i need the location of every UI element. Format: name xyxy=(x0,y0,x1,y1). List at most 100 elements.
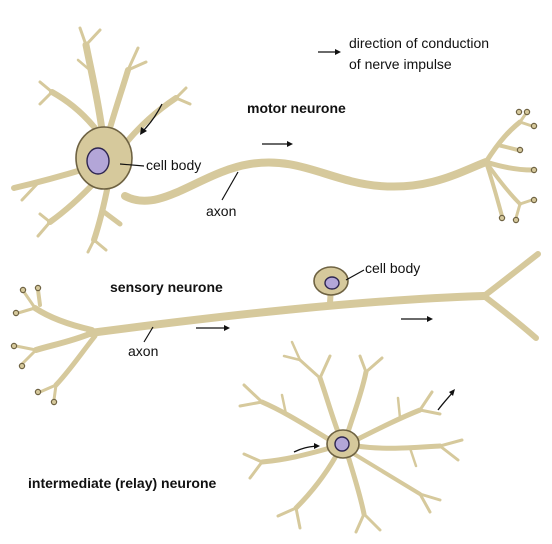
motor-axon-pointer xyxy=(221,171,239,201)
sensory-axon-label: axon xyxy=(128,343,158,359)
sensory-axon-terminals xyxy=(481,251,541,341)
nerve-fibre xyxy=(14,344,38,352)
sensory-title: sensory neurone xyxy=(110,279,223,295)
motor-neurone: motor neurone cell body axon xyxy=(11,26,538,254)
nerve-fibre xyxy=(290,340,302,362)
legend: direction of conduction of nerve impulse xyxy=(318,35,489,72)
nerve-fibre xyxy=(481,293,539,341)
nerve-fibre xyxy=(362,512,382,532)
nerve-fibre xyxy=(36,220,52,238)
nerve-fibre xyxy=(82,41,106,134)
nerve-fibre xyxy=(248,460,264,480)
nerve-fibre xyxy=(47,179,98,225)
nerve-fibre xyxy=(52,383,58,402)
nerve-fibre xyxy=(259,399,333,443)
motor-cell-body-label: cell body xyxy=(146,157,201,173)
motor-axon-terminals xyxy=(483,110,535,220)
nerve-fibre xyxy=(126,60,148,72)
nerve-fibre xyxy=(78,26,88,47)
nerve-fibre xyxy=(11,165,91,191)
nerve-fibre xyxy=(238,400,264,408)
nerve-fibre xyxy=(418,492,442,502)
motor-axon xyxy=(121,158,490,205)
relay-neurone: intermediate (relay) neurone xyxy=(28,340,464,534)
nerve-fibre xyxy=(418,492,432,514)
nerve-fibre xyxy=(353,443,443,451)
nerve-fibre xyxy=(318,354,332,380)
nerve-fibre xyxy=(242,383,264,404)
nerve-fibre xyxy=(317,375,341,435)
motor-dendrites xyxy=(11,26,192,254)
nerve-fibre xyxy=(49,89,98,131)
nerve-fibre xyxy=(259,445,333,465)
relay-direction-arrow-1 xyxy=(293,443,320,453)
nerve-fibre xyxy=(174,86,188,100)
relay-nucleus xyxy=(334,436,350,452)
nerve-fibre xyxy=(38,90,54,106)
nerve-fibre xyxy=(86,238,96,254)
relay-dendrites xyxy=(238,340,464,534)
nerve-fibre xyxy=(20,181,40,202)
legend-text-line2: of nerve impulse xyxy=(349,56,452,72)
nerve-fibre xyxy=(20,348,38,366)
nerve-fibre xyxy=(38,383,58,394)
nerve-fibre xyxy=(483,119,523,165)
nerve-fibre xyxy=(91,182,111,243)
relay-direction-arrow-2 xyxy=(437,389,455,411)
motor-direction-arrow-2 xyxy=(262,141,293,147)
sensory-axon-pointer xyxy=(143,326,154,343)
nerve-fibre xyxy=(282,354,302,362)
sensory-cell-body-pointer xyxy=(345,269,365,281)
motor-title: motor neurone xyxy=(247,100,346,116)
legend-text-line1: direction of conduction xyxy=(349,35,489,51)
nerve-fibre xyxy=(345,453,367,517)
sensory-neurone: sensory neurone cell body axon xyxy=(10,251,541,406)
nerve-fibre xyxy=(101,209,123,227)
sensory-cell-body-label: cell body xyxy=(365,260,420,276)
nerve-fibre xyxy=(352,452,422,496)
nerve-fibre xyxy=(22,290,37,310)
nerve-fibre xyxy=(174,96,192,106)
sensory-direction-arrow-1 xyxy=(196,325,230,331)
nerve-fibre xyxy=(92,238,108,252)
nerve-fibre xyxy=(345,369,369,435)
nerve-fibre xyxy=(514,202,522,220)
nerve-fibre xyxy=(36,288,42,307)
sensory-direction-arrow-2 xyxy=(401,316,433,322)
nerve-fibre xyxy=(53,333,98,388)
nerve-fibre xyxy=(76,58,94,74)
motor-direction-arrow-1 xyxy=(140,103,163,135)
nerve-fibre xyxy=(484,160,504,218)
motor-axon-label: axon xyxy=(206,203,236,219)
nerve-fibre xyxy=(483,159,535,173)
nerve-fibre xyxy=(16,306,37,315)
motor-nucleus xyxy=(86,147,110,175)
nerve-fibre xyxy=(105,67,131,138)
nerve-fibre xyxy=(408,446,418,468)
nerve-fibre xyxy=(293,453,339,511)
sensory-dendrites xyxy=(14,288,98,402)
nerve-fibre xyxy=(438,444,460,462)
motor-cell-body-pointer xyxy=(119,163,145,167)
nerve-fibre xyxy=(38,80,54,94)
nerve-fibre xyxy=(298,358,322,380)
nerve-fibre xyxy=(518,120,534,128)
nerve-fibre xyxy=(358,354,368,374)
nerve-fibre xyxy=(418,408,442,416)
nerve-fibre xyxy=(38,212,52,224)
nerve-fibre xyxy=(496,143,520,152)
nerve-fibre xyxy=(276,506,298,518)
nerve-fibre xyxy=(294,506,302,530)
nerve-fibre xyxy=(438,438,464,448)
sensory-nucleus xyxy=(324,276,340,290)
sensory-receptor-bulbs xyxy=(10,284,58,406)
nerve-fibre xyxy=(353,407,423,443)
nerve-fibre xyxy=(396,396,402,420)
nerve-fibre xyxy=(32,305,95,333)
nerve-fibre xyxy=(364,356,384,374)
nerve-fibre xyxy=(126,46,140,72)
nerve-fibre xyxy=(518,198,534,206)
motor-terminal-bulbs xyxy=(498,108,538,224)
relay-title: intermediate (relay) neurone xyxy=(28,475,216,491)
